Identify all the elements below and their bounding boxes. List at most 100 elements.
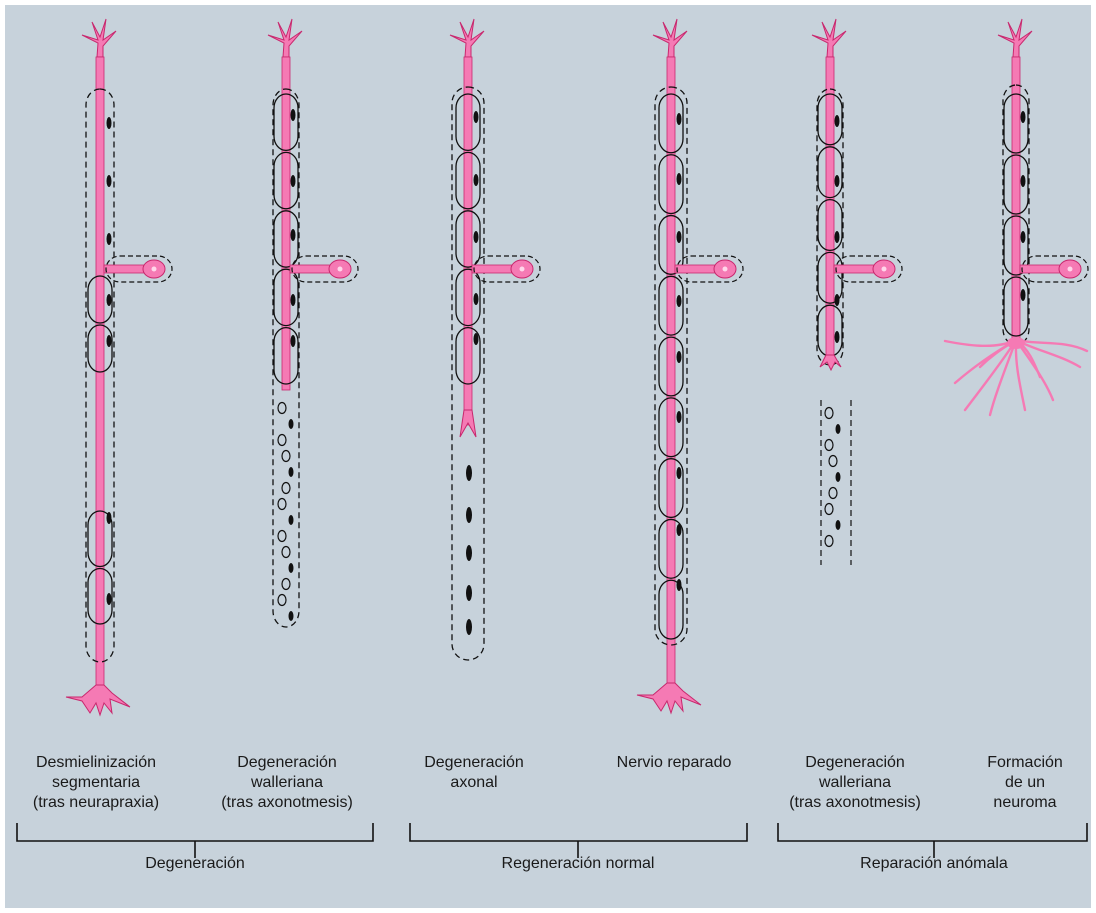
myelin-debris bbox=[825, 504, 833, 515]
myelin-debris bbox=[466, 465, 472, 481]
schwann-nucleus bbox=[107, 593, 112, 605]
schwann-nucleus bbox=[677, 295, 682, 307]
schwann-nucleus bbox=[677, 411, 682, 423]
group-label-normal-regeneration: Regeneración normal bbox=[502, 855, 655, 873]
group-label-abnormal-repair: Reparación anómala bbox=[860, 855, 1008, 873]
myelin-debris bbox=[289, 611, 294, 621]
group-bracket bbox=[410, 823, 747, 858]
schwann-nucleus bbox=[677, 231, 682, 243]
schwann-nucleus bbox=[835, 331, 840, 343]
myelin-debris bbox=[466, 585, 472, 601]
neuroma-core bbox=[1007, 337, 1025, 349]
axon bbox=[282, 57, 290, 390]
myelin-debris bbox=[289, 419, 294, 429]
schwann-nucleus bbox=[1021, 231, 1026, 243]
panel-label-neuroma-formation: Formación de un neuroma bbox=[987, 753, 1063, 813]
schwann-nucleus bbox=[677, 173, 682, 185]
schwann-nucleus bbox=[474, 333, 479, 345]
panel-label-segmental-demyelination: Desmielinización segmentaria (tras neura… bbox=[33, 753, 159, 813]
axon-collateral bbox=[290, 265, 332, 273]
schwann-nucleus bbox=[677, 467, 682, 479]
myelin-debris bbox=[282, 547, 290, 558]
myelin-debris bbox=[466, 545, 472, 561]
schwann-nucleus bbox=[835, 231, 840, 243]
myelin-debris bbox=[278, 531, 286, 542]
schwann-nucleus bbox=[107, 335, 112, 347]
myelin-debris bbox=[278, 435, 286, 446]
axon-terminals bbox=[637, 683, 701, 713]
panel-label-wallerian-degeneration: Degeneración walleriana (tras axonotmesi… bbox=[221, 753, 353, 813]
schwann-nucleus bbox=[835, 115, 840, 127]
schwann-nucleus bbox=[1021, 175, 1026, 187]
schwann-nucleus bbox=[835, 294, 840, 306]
cut-stump bbox=[820, 355, 841, 370]
myelin-debris bbox=[836, 424, 841, 434]
myelin-debris bbox=[282, 483, 290, 494]
cell-nucleus bbox=[338, 267, 343, 272]
dendrite-branches bbox=[653, 19, 687, 57]
schwann-nucleus bbox=[835, 175, 840, 187]
cell-nucleus bbox=[882, 267, 887, 272]
schwann-nucleus bbox=[107, 233, 112, 245]
axon-collateral bbox=[104, 265, 146, 273]
myelin-debris bbox=[829, 456, 837, 467]
myelin-debris bbox=[836, 520, 841, 530]
schwann-nucleus bbox=[291, 109, 296, 121]
myelin-debris bbox=[825, 440, 833, 451]
myelin-debris bbox=[466, 507, 472, 523]
schwann-nucleus bbox=[1021, 289, 1026, 301]
axon-collateral bbox=[834, 265, 876, 273]
schwann-nucleus bbox=[677, 351, 682, 363]
myelin-debris bbox=[278, 403, 286, 414]
axon-terminals bbox=[66, 685, 130, 715]
group-bracket bbox=[17, 823, 373, 858]
schwann-nucleus bbox=[474, 111, 479, 123]
schwann-nucleus bbox=[107, 117, 112, 129]
myelin-debris bbox=[282, 451, 290, 462]
dendrite-branches bbox=[812, 19, 846, 57]
group-bracket bbox=[778, 823, 1087, 858]
dendrite-branches bbox=[450, 19, 484, 57]
cell-nucleus bbox=[520, 267, 525, 272]
axon-collateral bbox=[472, 265, 514, 273]
schwann-nucleus bbox=[474, 174, 479, 186]
myelin-debris bbox=[825, 408, 833, 419]
myelin-debris bbox=[829, 488, 837, 499]
dendrite-branches bbox=[268, 19, 302, 57]
schwann-nucleus bbox=[291, 335, 296, 347]
myelin-debris bbox=[825, 536, 833, 547]
schwann-nucleus bbox=[474, 293, 479, 305]
schwann-nucleus bbox=[1021, 111, 1026, 123]
schwann-nucleus bbox=[107, 294, 112, 306]
cell-nucleus bbox=[152, 267, 157, 272]
schwann-nucleus bbox=[474, 231, 479, 243]
myelin-debris bbox=[836, 472, 841, 482]
schwann-nucleus bbox=[677, 113, 682, 125]
schwann-nucleus bbox=[291, 175, 296, 187]
myelin-debris bbox=[278, 499, 286, 510]
regenerating-tip bbox=[460, 410, 476, 437]
nerve-injury-figure: Desmielinización segmentaria (tras neura… bbox=[5, 5, 1091, 908]
schwann-nucleus bbox=[291, 229, 296, 241]
dendrite-branches bbox=[998, 19, 1032, 57]
nerve-diagram bbox=[5, 5, 1091, 908]
panel-label-wallerian-degeneration-2: Degeneración walleriana (tras axonotmesi… bbox=[789, 753, 921, 813]
schwann-nucleus bbox=[291, 294, 296, 306]
cell-nucleus bbox=[723, 267, 728, 272]
schwann-nucleus bbox=[107, 512, 112, 524]
myelin-debris bbox=[282, 579, 290, 590]
axon bbox=[1012, 57, 1020, 340]
group-label-degeneration: Degeneración bbox=[145, 855, 245, 873]
schwann-nucleus bbox=[677, 579, 682, 591]
axon bbox=[667, 57, 675, 683]
panel-label-repaired-nerve: Nervio reparado bbox=[617, 753, 732, 773]
neuroma-sprout bbox=[990, 340, 1016, 415]
axon-collateral bbox=[1020, 265, 1062, 273]
axon bbox=[464, 57, 472, 425]
neuroma-sprout bbox=[965, 340, 1016, 410]
schwann-nucleus bbox=[107, 175, 112, 187]
dendrite-branches bbox=[82, 19, 116, 57]
axon bbox=[826, 57, 834, 357]
schwann-nucleus bbox=[677, 524, 682, 536]
panel-label-axonal-degeneration: Degeneración axonal bbox=[424, 753, 524, 793]
